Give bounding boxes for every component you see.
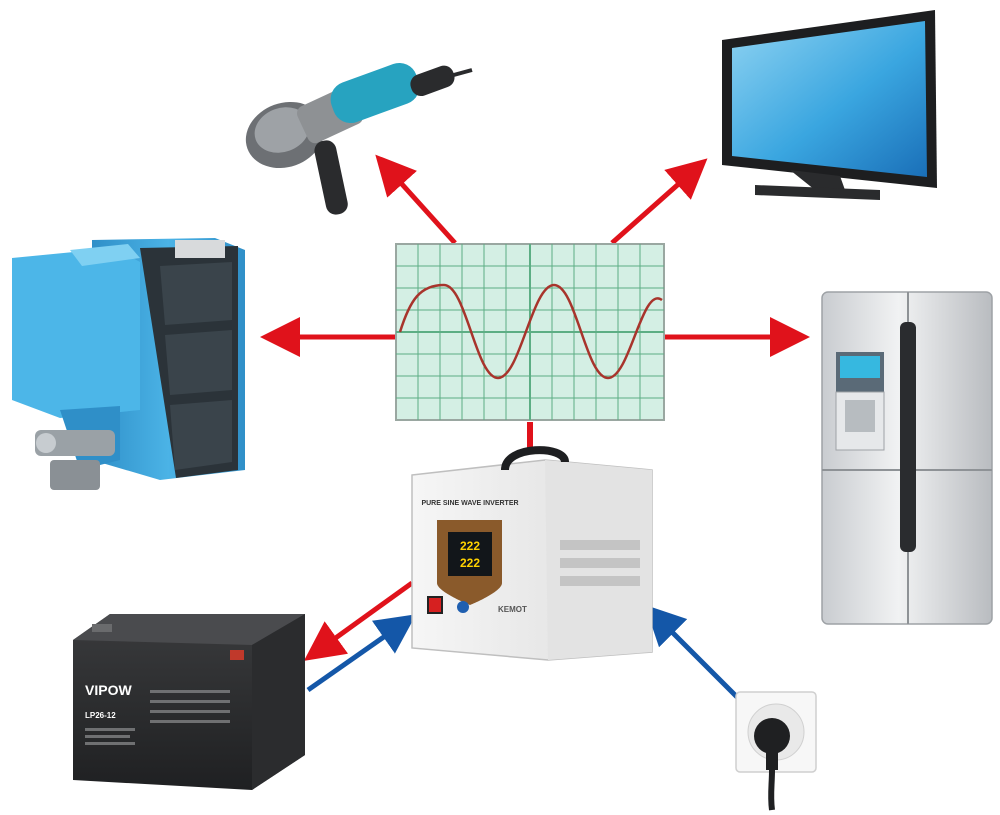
indicator-button (457, 601, 469, 613)
arrow-to-television (610, 158, 708, 245)
oscilloscope-screen (395, 243, 665, 421)
oscilloscope-grid (396, 244, 664, 420)
inverter: PURE SINE WAVE INVERTER 222 222 KEMOT (411, 446, 653, 661)
television (722, 10, 937, 200)
battery-model: LP26-12 (85, 711, 116, 720)
battery: VIPOW LP26-12 (73, 614, 305, 790)
inverter-brand: KEMOT (498, 605, 527, 614)
output-arrows (260, 154, 810, 661)
arrow-to-battery (303, 580, 414, 661)
sine-wave (398, 283, 663, 380)
input-arrows (306, 604, 742, 702)
inverter-display-bottom: 222 (460, 556, 480, 570)
carry-handle (501, 446, 569, 471)
pellet-boiler (12, 238, 245, 490)
arrow-from-socket (644, 604, 742, 702)
plug-cable (768, 769, 775, 811)
wall-socket (735, 691, 817, 811)
inverter-header-label: PURE SINE WAVE INVERTER (421, 500, 518, 507)
arrow-to-grinder (375, 154, 457, 245)
battery-label-lines (85, 690, 230, 745)
inverter-vents (560, 540, 640, 586)
angle-grinder (245, 62, 473, 215)
power-switch (427, 596, 443, 614)
arrow-from-battery (306, 614, 417, 693)
refrigerator (821, 291, 993, 625)
inverter-display-top: 222 (460, 539, 480, 553)
battery-brand: VIPOW (85, 682, 132, 698)
